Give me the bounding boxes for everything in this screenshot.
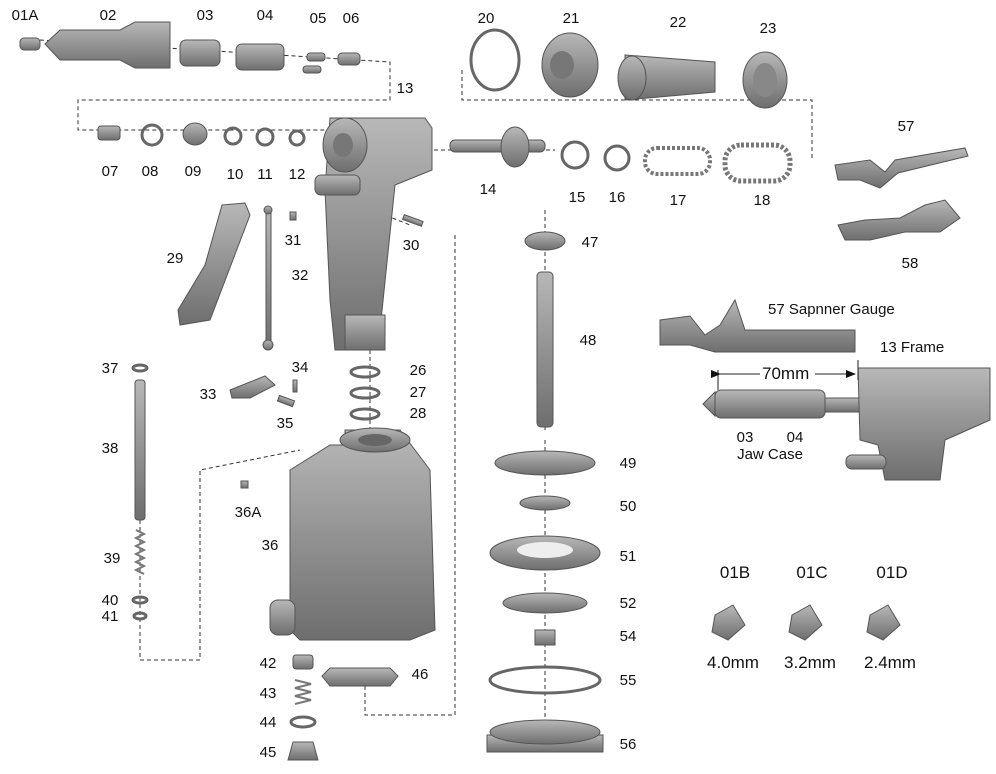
frame-13	[314, 117, 433, 351]
label-26: 26	[410, 362, 427, 379]
label-43: 43	[260, 685, 277, 702]
label-32: 32	[292, 267, 309, 284]
label-42: 42	[260, 655, 277, 672]
label-29: 29	[167, 250, 184, 267]
label-07: 07	[102, 163, 119, 180]
nosepieces: 01B 4.0mm 01C 3.2mm 01D 2.4mm	[707, 563, 916, 672]
valve-stem-38	[131, 363, 149, 621]
label-05: 05	[310, 10, 327, 27]
label-40: 40	[102, 592, 119, 609]
label-30: 30	[403, 237, 420, 254]
label-49: 49	[620, 455, 637, 472]
label-18: 18	[754, 192, 771, 209]
label-01A: 01A	[12, 7, 39, 24]
label-12: 12	[289, 166, 306, 183]
part-labels: 01A 02 03 04 05 06 20 21 22 23 13 07 08 …	[12, 7, 919, 761]
label-57: 57	[898, 118, 915, 135]
label-13: 13	[397, 80, 414, 97]
parts-second-row	[97, 122, 793, 184]
jaw-case-04-label: 04	[787, 429, 804, 446]
label-48: 48	[580, 332, 597, 349]
gauge-label: 57 Sapnner Gauge	[768, 301, 895, 318]
label-47: 47	[582, 234, 599, 251]
label-34: 34	[292, 359, 309, 376]
dimension-label: 70mm	[762, 364, 809, 383]
nosepiece-01D: 01D 2.4mm	[864, 563, 916, 672]
label-45: 45	[260, 744, 277, 761]
label-17: 17	[670, 192, 687, 209]
label-11: 11	[257, 166, 273, 183]
gauge-detail: 57 Sapnner Gauge 13 Frame 70mm 03 04 Jaw…	[659, 298, 991, 481]
label-55: 55	[620, 672, 637, 689]
frame-label: 13 Frame	[880, 339, 944, 356]
parts-trigger	[177, 202, 424, 408]
label-46: 46	[412, 666, 429, 683]
nosepiece-01B: 01B 4.0mm	[707, 563, 759, 672]
label-56: 56	[620, 736, 637, 753]
label-23: 23	[760, 20, 777, 37]
label-36A: 36A	[235, 504, 262, 521]
label-21: 21	[563, 10, 580, 27]
label-09: 09	[185, 163, 202, 180]
label-08: 08	[142, 163, 159, 180]
parts-bottom	[287, 654, 399, 761]
label-33: 33	[200, 386, 217, 403]
label-52: 52	[620, 595, 637, 612]
jaw-case-label: Jaw Case	[737, 446, 803, 463]
nosepiece-01C: 01C 3.2mm	[784, 563, 836, 672]
label-58: 58	[902, 255, 919, 272]
label-02: 02	[100, 7, 117, 24]
label-39: 39	[104, 550, 121, 567]
o-rings-26-28	[349, 365, 381, 421]
label-31: 31	[285, 232, 302, 249]
label-51: 51	[620, 548, 637, 565]
label-38: 38	[102, 440, 119, 457]
label-06: 06	[343, 10, 360, 27]
label-50: 50	[620, 498, 637, 515]
label-28: 28	[410, 405, 427, 422]
wrenches	[834, 147, 969, 241]
parts-right-column	[486, 231, 604, 753]
label-04: 04	[257, 7, 274, 24]
parts-top-row	[19, 21, 788, 109]
label-22: 22	[670, 14, 687, 31]
cylinder-36	[240, 427, 436, 641]
nosepiece-size: 3.2mm	[784, 653, 836, 672]
nosepiece-label: 01D	[876, 563, 907, 582]
nosepiece-label: 01C	[796, 563, 827, 582]
label-03: 03	[197, 7, 214, 24]
nosepiece-size: 4.0mm	[707, 653, 759, 672]
jaw-case-03-label: 03	[737, 429, 754, 446]
label-10: 10	[227, 166, 244, 183]
label-36: 36	[262, 537, 279, 554]
label-16: 16	[609, 189, 626, 206]
label-54: 54	[620, 628, 637, 645]
label-15: 15	[569, 189, 586, 206]
label-14: 14	[480, 181, 497, 198]
label-37: 37	[102, 360, 119, 377]
nosepiece-label: 01B	[720, 563, 750, 582]
label-44: 44	[260, 714, 277, 731]
label-20: 20	[478, 10, 495, 27]
label-27: 27	[410, 384, 427, 401]
nosepiece-size: 2.4mm	[864, 653, 916, 672]
label-41: 41	[102, 608, 119, 625]
label-35: 35	[277, 415, 294, 432]
